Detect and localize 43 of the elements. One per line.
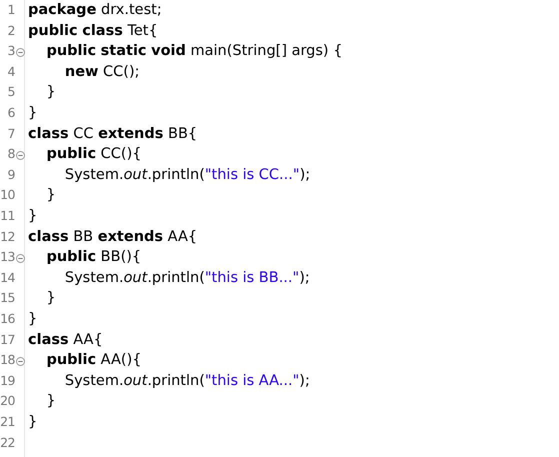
code-line: public AA(){ — [45, 351, 142, 370]
line-number: 10 — [0, 186, 15, 204]
line-number: 3 — [6, 42, 15, 60]
line-number: 13 — [0, 248, 15, 266]
code-line: } — [28, 104, 38, 122]
code-line: } — [28, 310, 38, 328]
code-line: } — [45, 392, 56, 410]
line-number: 5 — [6, 83, 15, 102]
code-line: class CC extends BB{ — [28, 124, 198, 143]
line-number: 18 — [0, 351, 15, 370]
line-number: 22 — [0, 434, 15, 452]
line-number: 2 — [6, 22, 15, 40]
code-line: System.out.println("this is AA..."); — [64, 372, 310, 390]
line-number: 8 — [6, 145, 15, 164]
line-number: 6 — [6, 104, 15, 122]
line-number: 20 — [0, 392, 15, 410]
line-number: 1 — [6, 1, 15, 19]
code-line: } — [45, 186, 56, 204]
code-line: public static void main(String[] args) { — [45, 42, 342, 60]
line-number: 14 — [0, 268, 15, 287]
code-line: class BB extends AA{ — [28, 228, 198, 246]
code-line: System.out.println("this is BB..."); — [64, 268, 310, 287]
line-number: 15 — [0, 289, 15, 308]
line-number: 4 — [6, 62, 15, 81]
code-line: public class Tet{ — [28, 22, 158, 40]
code-line: package drx.test; — [28, 1, 162, 19]
code-line: public BB(){ — [45, 248, 142, 266]
line-number: 17 — [0, 330, 15, 349]
code-line: } — [28, 413, 38, 431]
code-line: class AA{ — [28, 330, 103, 349]
code-line: } — [45, 83, 56, 102]
line-number: 7 — [6, 124, 15, 143]
line-number: 21 — [0, 413, 15, 431]
code-line: System.out.println("this is CC..."); — [64, 166, 310, 184]
line-number: 9 — [6, 166, 15, 184]
code-line: new CC(); — [64, 62, 140, 81]
line-number: 16 — [0, 310, 15, 328]
code-line: } — [45, 289, 56, 308]
line-number: 12 — [0, 228, 15, 246]
line-number: 11 — [0, 207, 15, 225]
code-line: public CC(){ — [45, 145, 142, 164]
code-line: } — [28, 207, 38, 225]
line-number: 19 — [0, 372, 15, 390]
